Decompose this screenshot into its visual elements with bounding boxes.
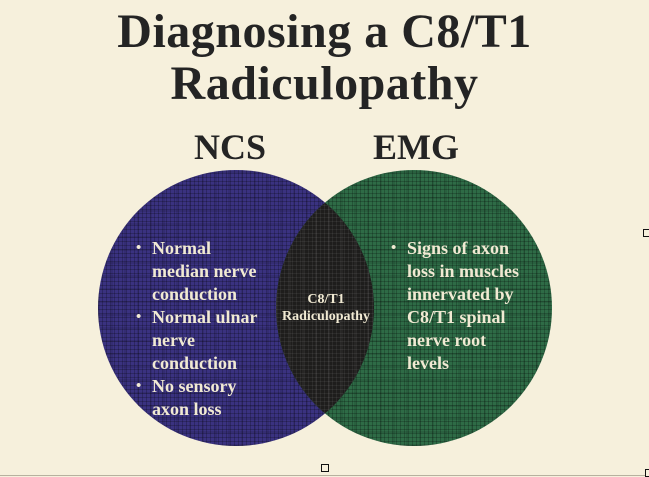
overlap-lens [98, 170, 374, 446]
bullet-icon: • [136, 309, 142, 325]
list-item-text: Normal ulnar nerve conduction [152, 307, 258, 373]
page-title: Diagnosing a C8/T1 Radiculopathy [117, 5, 532, 110]
list-item: • No sensory axon loss [136, 375, 258, 421]
emg-findings-list: • Signs of axon loss in muscles innervat… [391, 237, 519, 375]
overlap-label: C8/T1 Radiculopathy [282, 292, 370, 324]
bullet-icon: • [391, 240, 397, 256]
bullet-icon: • [136, 378, 142, 394]
list-item-text: Signs of axon loss in muscles innervated… [407, 238, 520, 373]
ncs-findings-list: • Normal median nerve conduction • Norma… [136, 237, 258, 421]
list-item-text: Normal median nerve conduction [152, 238, 257, 304]
list-item: • Signs of axon loss in muscles innervat… [391, 237, 519, 375]
selection-handle-right[interactable] [643, 229, 649, 237]
ncs-label: NCS [193, 127, 267, 167]
list-item: • Normal median nerve conduction [136, 237, 258, 306]
list-item-text: No sensory axon loss [152, 376, 237, 419]
bullet-icon: • [136, 240, 142, 256]
list-item: • Normal ulnar nerve conduction [136, 306, 258, 375]
emg-label: EMG [373, 127, 459, 167]
selection-handle-bottom[interactable] [321, 464, 329, 472]
